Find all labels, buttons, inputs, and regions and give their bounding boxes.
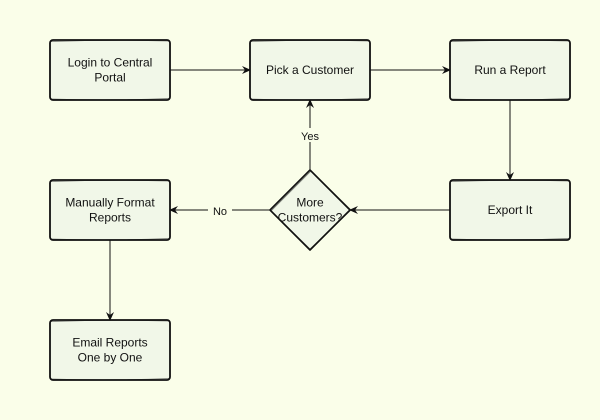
diamond-sketch-stroke <box>270 170 352 250</box>
box-sketch-stroke <box>50 39 170 101</box>
node-label: More <box>296 196 324 210</box>
node-label: Pick a Customer <box>266 63 354 77</box>
box-sketch-stroke <box>50 319 170 381</box>
node-export[interactable]: Export It <box>449 179 571 241</box>
node-label: Reports <box>89 211 131 225</box>
node-label: Run a Report <box>474 63 546 77</box>
node-run[interactable]: Run a Report <box>449 39 571 101</box>
node-label: Manually Format <box>65 196 155 210</box>
box-sketch-stroke <box>450 179 570 241</box>
edge-label-no: No <box>213 206 227 218</box>
node-label: One by One <box>78 351 143 365</box>
node-label: Email Reports <box>72 336 147 350</box>
edge-label-background <box>208 203 232 217</box>
node-pick[interactable]: Pick a Customer <box>249 39 371 101</box>
node-label: Export It <box>488 203 533 217</box>
box-sketch-stroke <box>450 39 570 101</box>
box-sketch-stroke <box>50 179 170 241</box>
node-label: Customers? <box>278 211 343 225</box>
edge-label-yes: Yes <box>301 131 319 143</box>
box-sketch-stroke <box>250 39 370 101</box>
node-label: Login to Central <box>68 56 153 70</box>
edge-label-background <box>298 128 322 142</box>
node-label: Portal <box>94 71 125 85</box>
